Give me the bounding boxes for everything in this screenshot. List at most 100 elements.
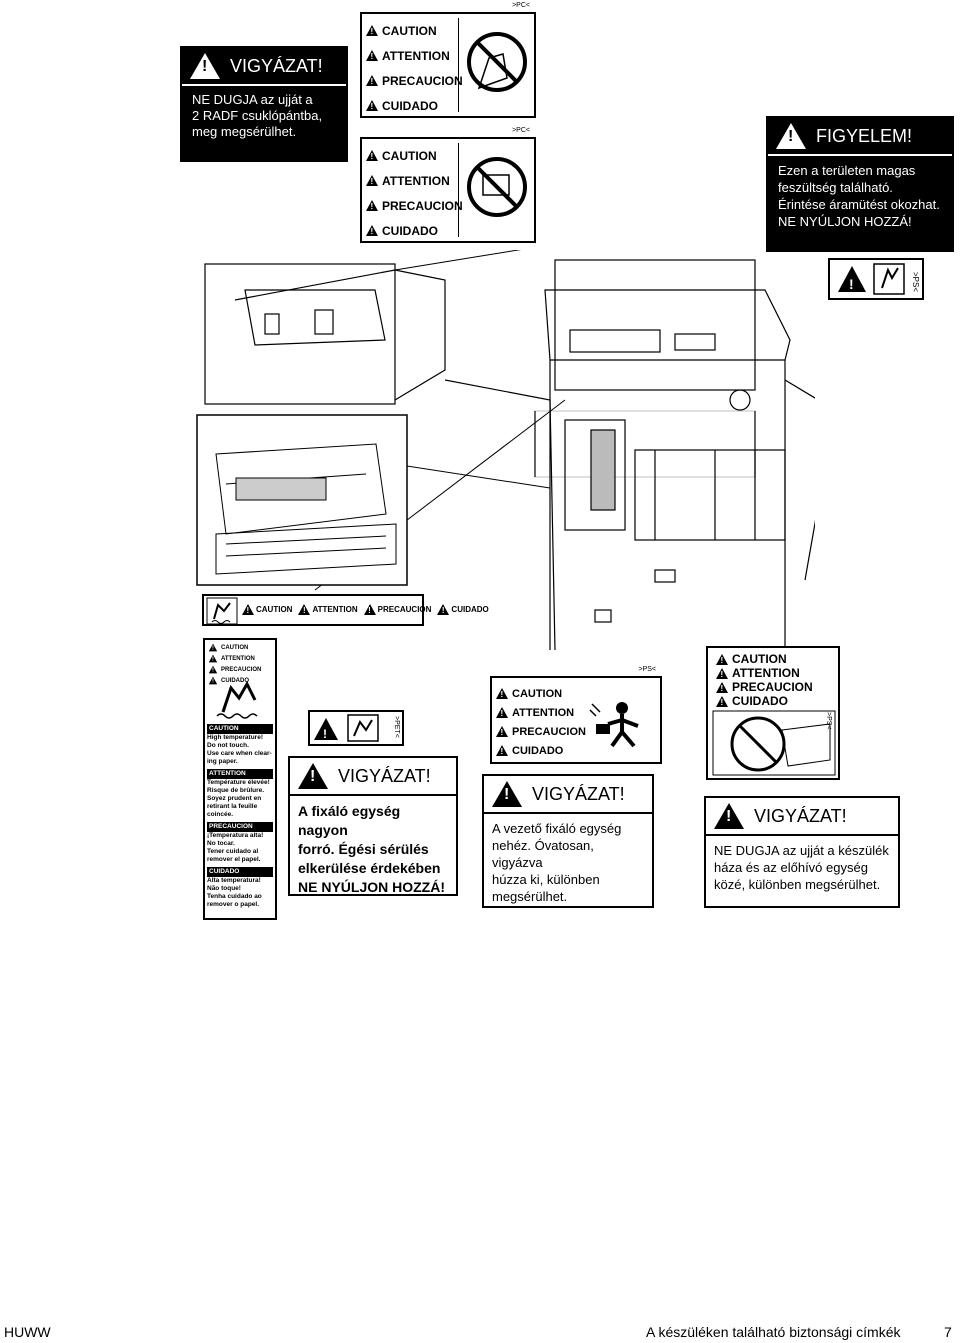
shock-sticker-ps: ! >PS< xyxy=(828,258,924,300)
warning-line: 2 RADF csuklópántba, xyxy=(192,108,323,123)
sticker-code: >PC< xyxy=(512,2,530,9)
sticker-code: >PS< xyxy=(638,666,656,673)
warning-line: A vezető fixáló egység xyxy=(492,821,622,836)
radf-warning-box: ! VIGYÁZAT! NE DUGJA az ujját a 2 RADF c… xyxy=(180,46,348,162)
hot-hand-icon xyxy=(216,680,258,719)
no-hand-hinge-icon xyxy=(458,143,530,237)
warning-title: FIGYELEM! xyxy=(816,125,913,146)
lang-attention: ATTENTION xyxy=(382,173,450,188)
hot-surface-sticker-strip: CAUTION ATTENTION PRECAUCION CUIDADO xyxy=(202,594,489,626)
lang-cuidado: CUIDADO xyxy=(512,744,564,757)
hot-surface-sticker-pet: ! >PET< xyxy=(308,710,404,746)
warning-line: nehéz. Óvatosan, vigyázva xyxy=(492,838,594,870)
warning-title: VIGYÁZAT! xyxy=(532,783,625,804)
warning-triangle-icon xyxy=(208,643,218,652)
no-hand-hinge-icon xyxy=(458,18,530,112)
fuser-closeup-illustration xyxy=(196,414,408,586)
lang-precaucion: PRECAUCION xyxy=(209,823,253,830)
lang-precaucion: PRECAUCION xyxy=(512,725,586,738)
svg-text:!: ! xyxy=(323,727,327,741)
warning-triangle-icon xyxy=(366,50,378,61)
warning-triangle-icon xyxy=(716,695,728,707)
warning-triangle-icon xyxy=(437,604,450,615)
no-finger-drum-icon xyxy=(712,710,836,776)
lang-attention: ATTENTION xyxy=(382,48,450,63)
attention-text: Température élevée! Risque de brûlure. S… xyxy=(207,779,270,818)
lang-caution: CAUTION xyxy=(732,652,787,666)
fuser-heavy-warning-box: ! VIGYÁZAT! A vezető fixáló egység nehéz… xyxy=(482,774,654,908)
drum-warning-box: ! VIGYÁZAT! NE DUGJA az ujját a készülék… xyxy=(704,796,900,908)
sticker-code: >PS< xyxy=(911,272,920,293)
lang-precaucion: PRECAUCION xyxy=(382,198,463,213)
lang-cuidado: CUIDADO xyxy=(382,223,438,238)
warning-line: Érintése áramütést okozhat. xyxy=(778,197,940,212)
warning-triangle-icon xyxy=(366,75,378,86)
warning-triangle-icon xyxy=(208,654,218,663)
electric-shock-icon: ! xyxy=(838,263,905,295)
warning-title: VIGYÁZAT! xyxy=(754,805,847,826)
caution-sticker-pc-bottom: >PC< CAUTION ATTENTION PRECAUCION CUIDAD… xyxy=(360,127,536,243)
lang-attention: ATTENTION xyxy=(732,666,800,680)
warning-line: A fixáló egység nagyon xyxy=(298,803,401,838)
warning-triangle-icon xyxy=(366,25,378,36)
lang-attention: ATTENTION xyxy=(221,655,255,662)
hot-surface-icon: ! xyxy=(314,714,379,742)
precaucion-text: ¡Temperatura alta! No tocar. Tener cuida… xyxy=(207,832,264,863)
warning-triangle-icon xyxy=(366,150,378,161)
fuser-hot-warning-box: ! VIGYÁZAT! A fixáló egység nagyon forró… xyxy=(288,756,458,896)
lang-cuidado: CUIDADO xyxy=(451,605,489,614)
warning-triangle-icon xyxy=(208,676,218,685)
warning-triangle-icon xyxy=(496,688,508,699)
high-temperature-label: CAUTION ATTENTION PRECAUCION CUIDADO CAU… xyxy=(203,638,277,920)
drum-sticker-ps: CAUTION ATTENTION PRECAUCION CUIDADO >PS… xyxy=(706,646,840,780)
warning-line: NE NYÚLJON HOZZÁ! xyxy=(778,214,912,229)
warning-title: VIGYÁZAT! xyxy=(338,765,431,786)
warning-line: elkerülése érdekében xyxy=(298,860,441,876)
lang-cuidado: CUIDADO xyxy=(382,98,438,113)
warning-triangle-icon: ! xyxy=(776,123,806,149)
warning-triangle-icon: ! xyxy=(714,803,744,829)
lang-caution: CAUTION xyxy=(221,644,249,651)
warning-line: forró. Égési sérülés xyxy=(298,841,429,857)
footer-title: A készüléken található biztonsági címkék xyxy=(646,1324,901,1340)
lang-attention: ATTENTION xyxy=(312,605,358,614)
warning-triangle-icon xyxy=(496,745,508,756)
lang-precaucion: PRECAUCION xyxy=(382,73,463,88)
high-voltage-warning-box: ! FIGYELEM! Ezen a területen magas feszü… xyxy=(766,116,954,252)
warning-triangle-icon xyxy=(496,707,508,718)
sticker-code: >PC< xyxy=(512,127,530,134)
sticker-code: >PS< xyxy=(825,712,832,730)
warning-triangle-icon xyxy=(363,604,376,615)
warning-line: NE NYÚLJON HOZZÁ! xyxy=(298,879,445,895)
warning-triangle-icon: ! xyxy=(190,53,220,79)
warning-triangle-icon xyxy=(366,200,378,211)
lang-caution: CAUTION xyxy=(512,687,563,700)
sticker-code: >PET< xyxy=(393,716,400,738)
warning-line: húzza ki, különben xyxy=(492,872,600,887)
lang-caution: CAUTION xyxy=(382,23,437,38)
warning-triangle-icon xyxy=(366,225,378,236)
lang-precaucion: PRECAUCION xyxy=(732,680,813,694)
warning-line: NE DUGJA az ujját a xyxy=(192,92,313,107)
lang-caution: CAUTION xyxy=(256,605,293,614)
lang-precaucion: PRECAUCION xyxy=(221,666,262,673)
warning-line: NE DUGJA az ujját a készülék xyxy=(714,843,889,858)
svg-text:!: ! xyxy=(849,276,854,292)
lang-caution: CAUTION xyxy=(382,148,437,163)
caution-sticker-pc-top: >PC< CAUTION ATTENTION PRECAUCION CUIDAD… xyxy=(360,2,536,118)
warning-triangle-icon xyxy=(496,726,508,737)
heavy-fuser-sticker-ps: >PS< CAUTION ATTENTION PRECAUCION CUIDAD… xyxy=(490,666,662,764)
warning-triangle-icon xyxy=(208,665,218,674)
warning-line: közé, különben megsérülhet. xyxy=(714,877,881,892)
lang-cuidado: CUIDADO xyxy=(732,694,788,708)
warning-line: háza és az előhívó egység xyxy=(714,860,868,875)
footer-left: HUWW xyxy=(4,1324,51,1340)
warning-triangle-icon xyxy=(716,667,728,679)
warning-triangle-icon xyxy=(716,653,728,665)
warning-line: Ezen a területen magas xyxy=(778,163,916,178)
warning-triangle-icon: ! xyxy=(492,781,522,807)
warning-triangle-icon xyxy=(366,100,378,111)
caution-text: High temperature! Do not touch. Use care… xyxy=(207,734,272,765)
lang-attention: ATTENTION xyxy=(512,706,575,719)
warning-line: megsérülhet. xyxy=(492,889,568,904)
